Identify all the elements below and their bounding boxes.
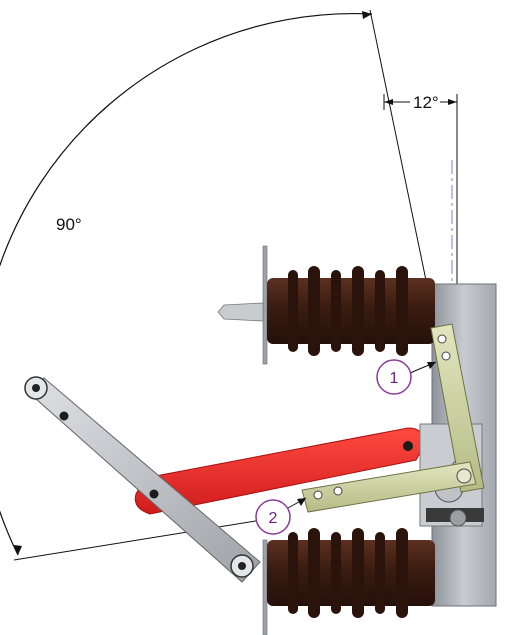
bottom-insulator [262,528,435,635]
callout-2-label: 2 [269,510,278,527]
angle-12-label: 12° [413,93,439,112]
callout-1: 1 [376,359,437,395]
vertical-bracket [430,323,485,493]
callout-2: 2 [255,497,307,535]
callout-1-label: 1 [390,370,399,387]
angle-90-label: 90° [56,215,82,234]
horizontal-bracket [301,461,477,513]
red-operating-arm [134,427,425,515]
top-insulator [217,245,435,365]
angle-dimension-90: 90° [0,9,429,561]
grey-link-bar [24,376,261,583]
